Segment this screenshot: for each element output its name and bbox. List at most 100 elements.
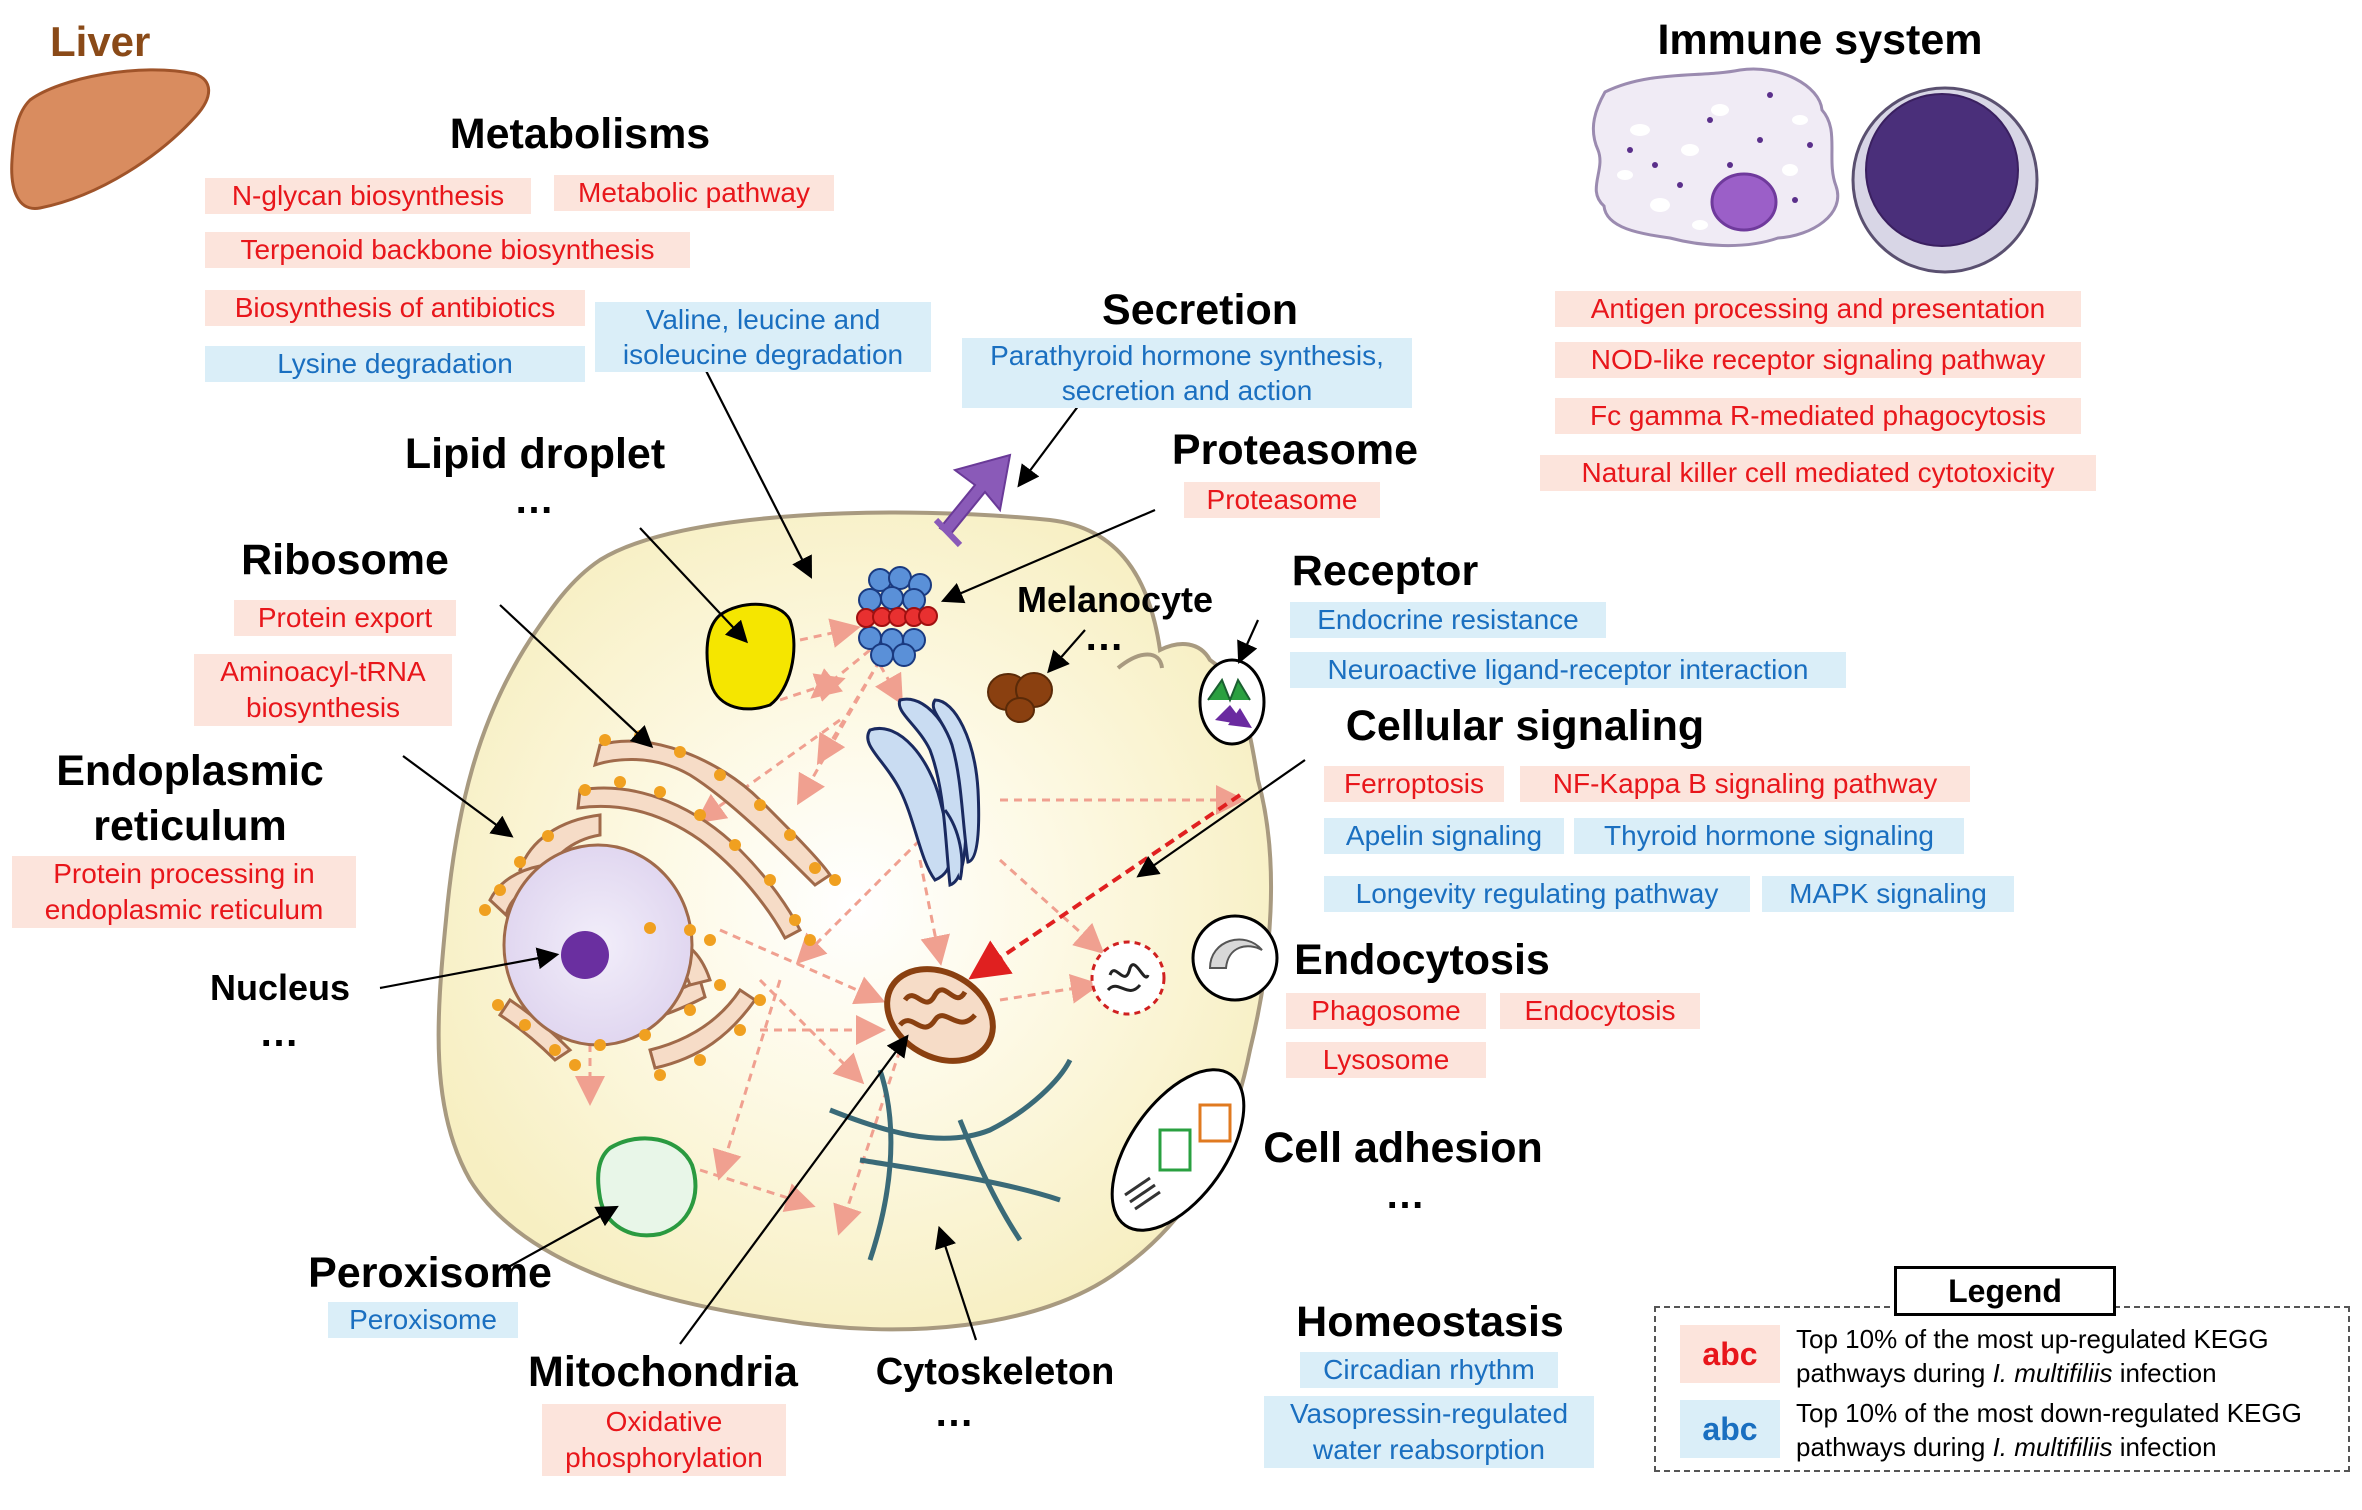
nucleus-title: Nucleus (209, 967, 351, 1008)
mitochondria-title: Mitochondria (528, 1348, 798, 1396)
melanocyte-more: … (1084, 615, 1126, 659)
legend-down-text: Top 10% of the most down-regulated KEGG … (1796, 1396, 2302, 1464)
pathway-parathyroid-line2: secretion and action (1061, 375, 1313, 406)
pathway-oxidative-phosphorylation-box: Oxidative phosphorylation (542, 1404, 786, 1476)
cytoskeleton-more: … (934, 1391, 976, 1435)
pathway-vasopressin-line2: water reabsorption (1313, 1434, 1545, 1465)
endocytosis-title: Endocytosis (1294, 936, 1550, 984)
pathway-ferroptosis: Ferroptosis (1324, 766, 1504, 802)
pathway-protein-processing-er-box: Protein processing in endoplasmic reticu… (12, 856, 356, 928)
homeostasis-title: Homeostasis (1296, 1298, 1564, 1346)
pathway-valine-leucine-line1: Valine, leucine and (645, 304, 881, 335)
pathway-nk-cytotoxicity: Natural killer cell mediated cytotoxicit… (1540, 455, 2096, 491)
macrophage-icon (1591, 67, 1840, 248)
liver-label: Liver (50, 18, 151, 65)
pathway-protein-processing-er-line1: Protein processing in (53, 858, 315, 889)
receptor-icon (1198, 658, 1266, 746)
pathway-aminoacyl-trna-line2: biosynthesis (245, 692, 401, 723)
legend-up-line2-pre: pathways during (1796, 1358, 1993, 1388)
legend-up-swatch: abc (1680, 1325, 1780, 1383)
pathway-metabolic-pathway: Metabolic pathway (554, 175, 834, 211)
pathway-antigen-processing: Antigen processing and presentation (1555, 291, 2081, 327)
legend-up-line2-post: infection (2112, 1358, 2217, 1388)
er-title-line2: reticulum (93, 802, 287, 850)
pathway-longevity: Longevity regulating pathway (1324, 876, 1750, 912)
pathway-biosynthesis-antibiotics: Biosynthesis of antibiotics (205, 290, 585, 326)
mitochondrion-icon (884, 966, 996, 1064)
pathway-lysosome: Lysosome (1286, 1042, 1486, 1078)
lipid-droplet-more: … (514, 478, 556, 522)
peroxisome-icon (596, 1136, 698, 1238)
legend-title: Legend (1894, 1266, 2116, 1316)
ribosome-title: Ribosome (241, 536, 449, 584)
pathway-vasopressin-box: Vasopressin-regulated water reabsorption (1264, 1396, 1594, 1468)
pathway-parathyroid-box: Parathyroid hormone synthesis, secretion… (962, 338, 1412, 408)
nucleus-more: … (259, 1011, 301, 1055)
cell-membrane (436, 510, 1274, 1332)
proteasome-title: Proteasome (1171, 426, 1419, 474)
pathway-aminoacyl-trna-line1: Aminoacyl-tRNA (220, 656, 426, 687)
legend-down-swatch: abc (1680, 1400, 1780, 1458)
immune-system-title: Immune system (1657, 16, 1983, 64)
pathway-protein-export: Protein export (234, 600, 456, 636)
pathway-oxidative-line2: phosphorylation (565, 1442, 763, 1473)
pathway-protein-processing-er-line2: endoplasmic reticulum (44, 894, 324, 925)
pathway-mapk-signaling: MAPK signaling (1762, 876, 2014, 912)
pathway-n-glycan-biosynthesis: N-glycan biosynthesis (205, 178, 531, 214)
pathway-circadian-rhythm: Circadian rhythm (1300, 1352, 1558, 1388)
legend-down-line2-post: infection (2112, 1432, 2217, 1462)
peroxisome-title: Peroxisome (308, 1249, 552, 1297)
pathway-nod-like-receptor: NOD-like receptor signaling pathway (1555, 342, 2081, 378)
endosome-icon (1090, 940, 1166, 1016)
pathway-proteasome: Proteasome (1184, 482, 1380, 518)
pathway-endocrine-resistance: Endocrine resistance (1290, 602, 1606, 638)
melanocyte-title: Melanocyte (1016, 579, 1214, 620)
legend-down-line1: Top 10% of the most down-regulated KEGG (1796, 1398, 2302, 1428)
secretion-title: Secretion (1102, 286, 1298, 334)
nucleolus-icon (561, 931, 609, 979)
pathway-neuroactive-ligand: Neuroactive ligand-receptor interaction (1290, 652, 1846, 688)
receptor-title: Receptor (1291, 547, 1479, 595)
melanin-icon (987, 672, 1053, 723)
pathway-lysine-degradation: Lysine degradation (205, 346, 585, 382)
legend-down-species: I. multifiliis (1992, 1432, 2113, 1462)
pathway-thyroid-hormone: Thyroid hormone signaling (1574, 818, 1964, 854)
golgi-icon (866, 697, 981, 888)
legend-up-text: Top 10% of the most up-regulated KEGG pa… (1796, 1322, 2269, 1390)
cytoskeleton-icon (829, 1058, 1073, 1261)
cell-adhesion-more: … (1385, 1173, 1427, 1217)
pathway-fc-gamma-phagocytosis: Fc gamma R-mediated phagocytosis (1555, 398, 2081, 434)
legend-down-line2-pre: pathways during (1796, 1432, 1993, 1462)
legend-down-line2: pathways during I. multifiliis infection (1796, 1430, 2302, 1464)
metabolisms-title: Metabolisms (449, 110, 711, 158)
lipid-droplet-title: Lipid droplet (404, 430, 666, 478)
legend-up-line1: Top 10% of the most up-regulated KEGG (1796, 1324, 2269, 1354)
pathway-valine-leucine-line2: isoleucine degradation (622, 339, 904, 370)
lymphocyte-icon (1851, 86, 2039, 274)
secretion-arrow-icon (938, 453, 1012, 537)
cell-adhesion-icon (1110, 1068, 1246, 1232)
pathway-nf-kappa-b: NF-Kappa B signaling pathway (1520, 766, 1970, 802)
cytoskeleton-title: Cytoskeleton (875, 1351, 1115, 1393)
pathway-terpenoid-backbone: Terpenoid backbone biosynthesis (205, 232, 690, 268)
pathway-peroxisome: Peroxisome (328, 1302, 518, 1338)
endocytosis-vesicle-icon (1191, 914, 1279, 1002)
legend-up-line2: pathways during I. multifiliis infection (1796, 1356, 2269, 1390)
proteasome-icon (856, 566, 938, 667)
cellular-signaling-title: Cellular signaling (1345, 702, 1705, 750)
pathway-parathyroid-line1: Parathyroid hormone synthesis, (990, 340, 1384, 371)
liver-icon (10, 68, 211, 210)
pathway-vasopressin-line1: Vasopressin-regulated (1289, 1398, 1569, 1429)
pathway-oxidative-line1: Oxidative (605, 1406, 723, 1437)
pathway-phagosome: Phagosome (1286, 993, 1486, 1029)
pathway-endocytosis: Endocytosis (1500, 993, 1700, 1029)
er-title-line1: Endoplasmic (56, 747, 324, 795)
cell-adhesion-title: Cell adhesion (1263, 1124, 1543, 1172)
pathway-apelin-signaling: Apelin signaling (1324, 818, 1564, 854)
lipid-droplet-icon (705, 602, 796, 711)
pathway-aminoacyl-trna-box: Aminoacyl-tRNA biosynthesis (194, 654, 452, 726)
legend-up-species: I. multifiliis (1992, 1358, 2113, 1388)
pathway-valine-leucine-box: Valine, leucine and isoleucine degradati… (595, 302, 931, 372)
